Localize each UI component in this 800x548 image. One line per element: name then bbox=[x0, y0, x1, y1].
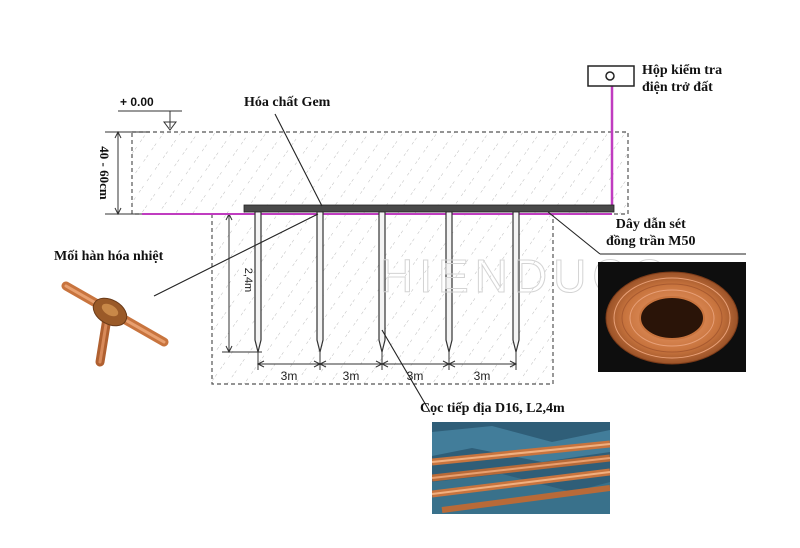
spacing-labels: 3m 3m 3m 3m bbox=[281, 369, 491, 383]
test-box-label: Hộp kiểm tra điện trở đất bbox=[642, 62, 722, 96]
copper-conductor-line bbox=[142, 86, 614, 215]
wire-label-line2: đồng trần M50 bbox=[606, 234, 696, 249]
gem-chemical-bar bbox=[243, 204, 615, 213]
leader-lines bbox=[153, 113, 746, 413]
chemical-label: Hóa chất Gem bbox=[244, 95, 331, 110]
depth-label: 40 - 60cm bbox=[97, 146, 112, 200]
rod-length-label: 2,4m bbox=[242, 268, 254, 292]
level-label: + 0.00 bbox=[120, 95, 154, 109]
weld-joint-photo bbox=[60, 272, 170, 372]
wire-label-line1: Dây dẫn sét bbox=[615, 217, 686, 232]
rod-length-dimension bbox=[222, 212, 262, 354]
spacing-label-1: 3m bbox=[281, 369, 298, 383]
spacing-label-4: 3m bbox=[474, 369, 491, 383]
weld-label: Mối hàn hóa nhiệt bbox=[54, 249, 164, 264]
test-box-label-line2: điện trở đất bbox=[642, 80, 713, 95]
test-box bbox=[587, 65, 635, 87]
ground-rods bbox=[254, 210, 520, 353]
spacing-dimensions bbox=[256, 352, 518, 370]
copper-wire-coil-photo bbox=[598, 262, 746, 372]
rod-label: Cọc tiếp địa D16, L2,4m bbox=[420, 401, 565, 416]
ground-rods-photo bbox=[432, 422, 610, 514]
test-box-label-line1: Hộp kiểm tra bbox=[642, 63, 723, 78]
ground-level-marker bbox=[118, 110, 182, 131]
ground-rod-1 bbox=[254, 210, 262, 353]
ground-rod-2 bbox=[316, 210, 324, 353]
wire-label: Dây dẫn sét đồng trần M50 bbox=[606, 216, 695, 250]
spacing-label-2: 3m bbox=[343, 369, 360, 383]
spacing-label-3: 3m bbox=[407, 369, 424, 383]
